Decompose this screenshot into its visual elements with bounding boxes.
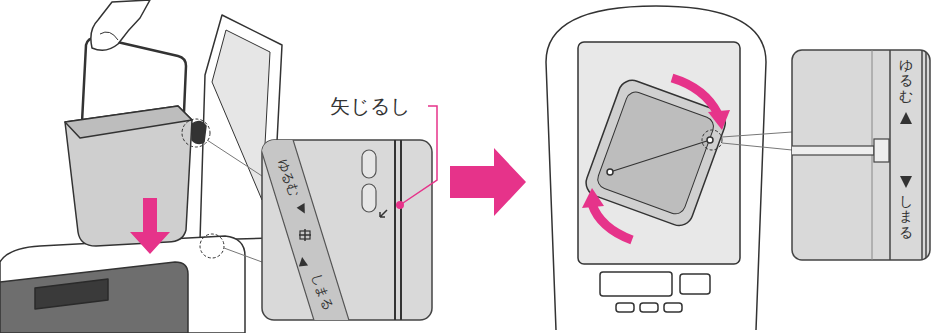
- leader-line: [722, 132, 792, 150]
- turn-arrow-head: [708, 110, 730, 130]
- leader-dot: [396, 201, 404, 209]
- breadmaker-top: [546, 6, 766, 330]
- dashed-circle: [182, 119, 210, 147]
- inset-right: [790, 50, 930, 260]
- inset-left: [255, 130, 432, 330]
- part-label: 矢じるし: [330, 94, 410, 118]
- down-arrow: [130, 198, 170, 254]
- direction-label: ゆるむ: [899, 58, 913, 104]
- breadmaker-side: [0, 0, 282, 333]
- turn-arrow: [672, 78, 718, 114]
- direction-label: しまる: [899, 194, 913, 240]
- dashed-circle: [702, 130, 722, 150]
- right-arrow: [450, 148, 526, 216]
- leader-line: [207, 140, 262, 262]
- leader-line: [400, 106, 437, 205]
- turn-arrow: [592, 204, 632, 240]
- dashed-circle: [200, 234, 224, 258]
- turn-arrow-head: [582, 188, 604, 208]
